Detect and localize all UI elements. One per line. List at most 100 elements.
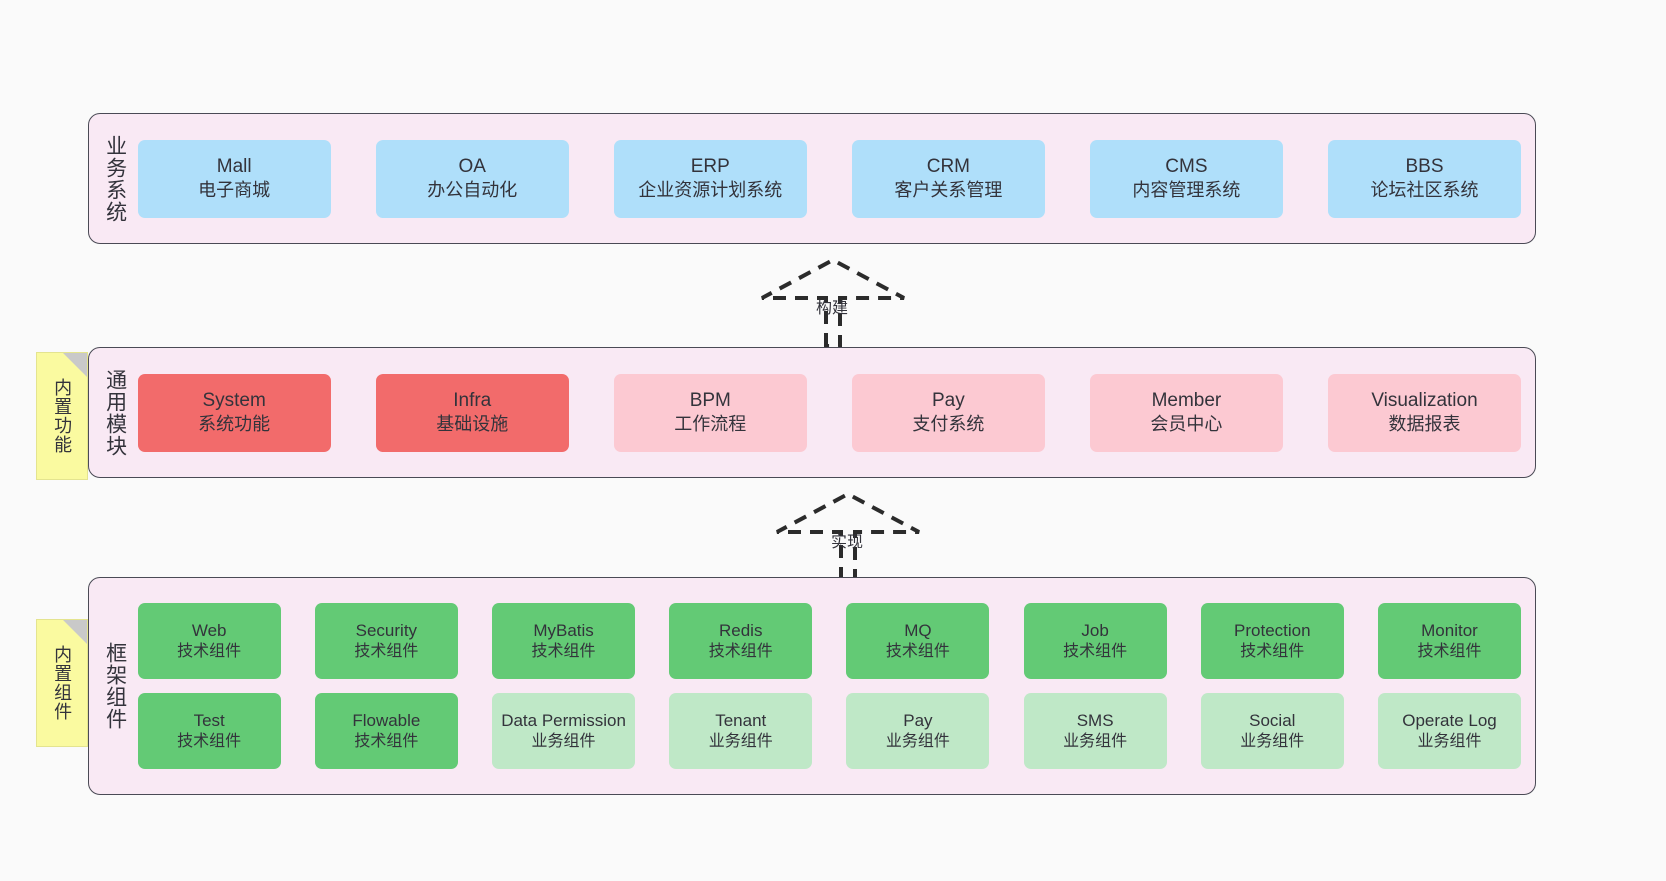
card-redis[interactable]: Redis 技术组件 — [669, 603, 813, 679]
card-bbs-cn: 论坛社区系统 — [1370, 180, 1479, 201]
card-security-cn: 技术组件 — [354, 642, 419, 660]
card-pay-module-en: Pay — [931, 390, 965, 412]
card-member-cn: 会员中心 — [1150, 414, 1223, 435]
card-job[interactable]: Job 技术组件 — [1023, 603, 1167, 679]
card-cms-cn: 内容管理系统 — [1132, 180, 1241, 201]
framework-row-biz: Test 技术组件 Flowable 技术组件 Data Permission … — [137, 693, 1521, 769]
business-card-list: Mall 电子商城 OA 办公自动化 ERP 企业资源计划系统 CRM 客户关系… — [132, 114, 1535, 243]
card-bpm-en: BPM — [689, 390, 731, 412]
card-member-en: Member — [1151, 390, 1222, 412]
card-visualization-en: Visualization — [1371, 390, 1478, 412]
card-data-permission-cn: 业务组件 — [531, 732, 596, 750]
connector-implement-label: 实现 — [831, 534, 864, 551]
card-sms-en: SMS — [1076, 711, 1114, 731]
card-pay-component-en: Pay — [903, 711, 933, 731]
card-web-cn: 技术组件 — [177, 642, 242, 660]
card-protection[interactable]: Protection 技术组件 — [1200, 603, 1344, 679]
card-security[interactable]: Security 技术组件 — [314, 603, 458, 679]
card-infra-cn: 基础设施 — [436, 414, 509, 435]
card-web-en: Web — [191, 621, 227, 641]
card-member[interactable]: Member 会员中心 — [1089, 373, 1283, 452]
card-mq-cn: 技术组件 — [885, 642, 950, 660]
card-security-en: Security — [355, 621, 418, 641]
card-web[interactable]: Web 技术组件 — [137, 603, 281, 679]
card-bbs-en: BBS — [1405, 156, 1444, 178]
card-pay-component[interactable]: Pay 业务组件 — [846, 693, 990, 769]
card-mybatis-cn: 技术组件 — [531, 642, 596, 660]
note-builtin-features: 内置功能 — [36, 352, 88, 480]
card-protection-cn: 技术组件 — [1240, 642, 1305, 660]
layer-general-module: 通用模块 System 系统功能 Infra 基础设施 BPM 工作流程 Pay… — [88, 347, 1536, 478]
card-cms[interactable]: CMS 内容管理系统 — [1089, 139, 1283, 218]
framework-card-grid: Web 技术组件 Security 技术组件 MyBatis 技术组件 Redi… — [132, 578, 1535, 794]
card-mq-en: MQ — [904, 621, 932, 641]
layer-title-business: 业务系统 — [103, 134, 127, 223]
connector-build-label: 构建 — [816, 300, 849, 317]
card-sms-cn: 业务组件 — [1063, 732, 1128, 750]
card-mybatis-en: MyBatis — [533, 621, 594, 641]
card-operate-log-en: Operate Log — [1402, 711, 1497, 731]
card-protection-en: Protection — [1234, 621, 1311, 641]
implement-arrow-icon — [776, 491, 920, 582]
card-mall-en: Mall — [216, 156, 252, 178]
card-visualization[interactable]: Visualization 数据报表 — [1327, 373, 1521, 452]
card-cms-en: CMS — [1165, 156, 1208, 178]
card-oa[interactable]: OA 办公自动化 — [375, 139, 569, 218]
card-system[interactable]: System 系统功能 — [137, 373, 331, 452]
card-crm[interactable]: CRM 客户关系管理 — [851, 139, 1045, 218]
card-redis-cn: 技术组件 — [708, 642, 773, 660]
card-data-permission[interactable]: Data Permission 业务组件 — [492, 693, 636, 769]
card-operate-log-cn: 业务组件 — [1417, 732, 1482, 750]
card-flowable[interactable]: Flowable 技术组件 — [314, 693, 458, 769]
card-flowable-cn: 技术组件 — [354, 732, 419, 750]
note-builtin-components-text: 内置组件 — [52, 645, 73, 721]
card-oa-cn: 办公自动化 — [427, 180, 518, 201]
card-tenant-cn: 业务组件 — [708, 732, 773, 750]
layer-title-module: 通用模块 — [103, 368, 127, 457]
card-tenant[interactable]: Tenant 业务组件 — [669, 693, 813, 769]
card-monitor-cn: 技术组件 — [1417, 642, 1482, 660]
card-system-en: System — [202, 390, 266, 412]
card-monitor[interactable]: Monitor 技术组件 — [1377, 603, 1521, 679]
card-bpm-cn: 工作流程 — [674, 414, 747, 435]
card-bbs[interactable]: BBS 论坛社区系统 — [1327, 139, 1521, 218]
card-pay-module[interactable]: Pay 支付系统 — [851, 373, 1045, 452]
layer-title-framework: 框架组件 — [103, 642, 127, 730]
card-oa-en: OA — [458, 156, 486, 178]
build-arrow-icon — [761, 257, 905, 348]
card-mybatis[interactable]: MyBatis 技术组件 — [492, 603, 636, 679]
card-test-cn: 技术组件 — [177, 732, 242, 750]
card-erp-cn: 企业资源计划系统 — [638, 180, 783, 201]
card-data-permission-en: Data Permission — [501, 711, 626, 731]
card-flowable-en: Flowable — [352, 711, 421, 731]
card-job-cn: 技术组件 — [1063, 642, 1128, 660]
connector-build: 构建 — [748, 256, 918, 348]
card-social[interactable]: Social 业务组件 — [1200, 693, 1344, 769]
card-test-en: Test — [193, 711, 225, 731]
card-tenant-en: Tenant — [715, 711, 767, 731]
card-erp-en: ERP — [690, 156, 730, 178]
card-operate-log[interactable]: Operate Log 业务组件 — [1377, 693, 1521, 769]
card-job-en: Job — [1081, 621, 1109, 641]
note-fold-corner-icon — [63, 353, 87, 377]
note-builtin-components: 内置组件 — [36, 619, 88, 747]
framework-row-tech: Web 技术组件 Security 技术组件 MyBatis 技术组件 Redi… — [137, 603, 1521, 679]
card-crm-cn: 客户关系管理 — [894, 180, 1003, 201]
note-builtin-features-text: 内置功能 — [52, 378, 73, 454]
layer-business-system: 业务系统 Mall 电子商城 OA 办公自动化 ERP 企业资源计划系统 CRM… — [88, 113, 1536, 244]
card-infra-en: Infra — [453, 390, 492, 412]
card-erp[interactable]: ERP 企业资源计划系统 — [613, 139, 807, 218]
card-mq[interactable]: MQ 技术组件 — [846, 603, 990, 679]
card-sms[interactable]: SMS 业务组件 — [1023, 693, 1167, 769]
card-test[interactable]: Test 技术组件 — [137, 693, 281, 769]
card-bpm[interactable]: BPM 工作流程 — [613, 373, 807, 452]
card-infra[interactable]: Infra 基础设施 — [375, 373, 569, 452]
module-card-list: System 系统功能 Infra 基础设施 BPM 工作流程 Pay 支付系统… — [132, 348, 1535, 477]
card-monitor-en: Monitor — [1421, 621, 1478, 641]
layer-framework-component: 框架组件 Web 技术组件 Security 技术组件 MyBatis 技术组件… — [88, 577, 1536, 795]
card-mall-cn: 电子商城 — [198, 180, 271, 201]
card-visualization-cn: 数据报表 — [1388, 414, 1461, 435]
card-mall[interactable]: Mall 电子商城 — [137, 139, 331, 218]
card-pay-component-cn: 业务组件 — [885, 732, 950, 750]
